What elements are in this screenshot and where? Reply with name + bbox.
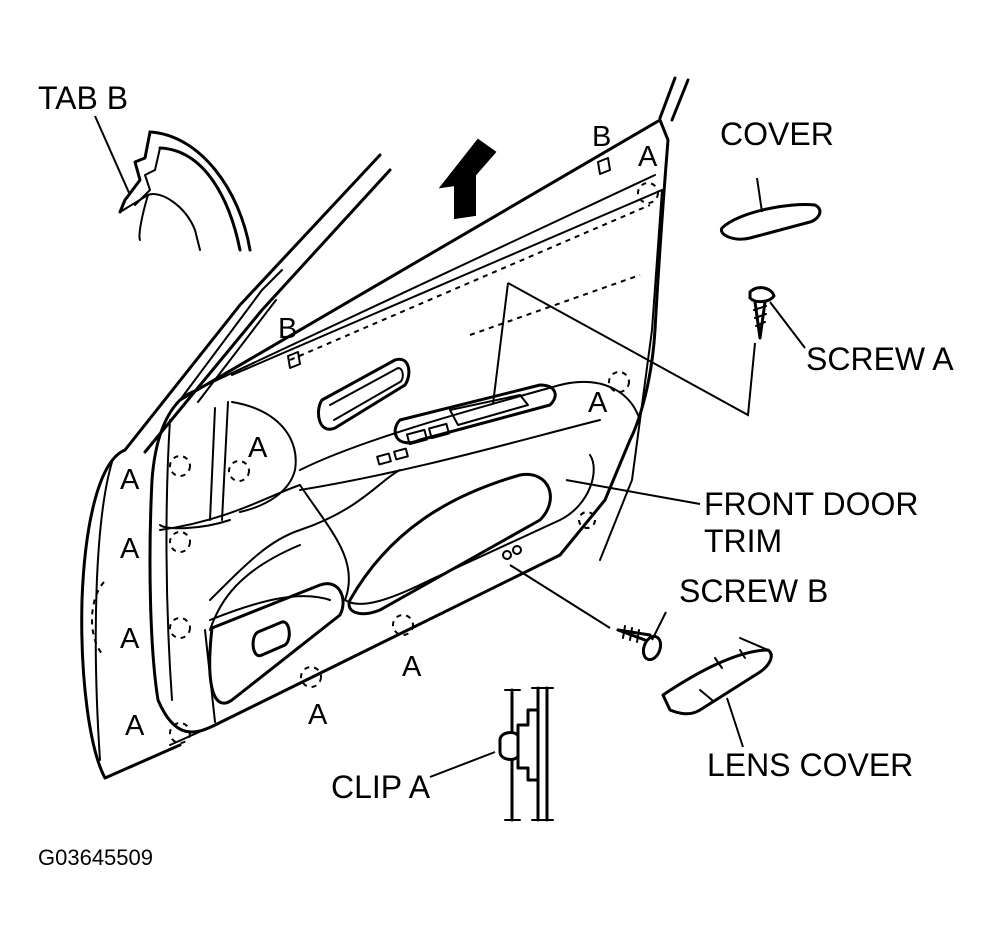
screw-b-part: [616, 625, 663, 662]
label-a-upper-center: A: [248, 432, 268, 464]
label-lens-cover: LENS COVER: [707, 747, 913, 783]
label-tab-b: TAB B: [38, 80, 128, 116]
label-a-left-2: A: [120, 533, 140, 565]
label-a-right: A: [588, 387, 608, 419]
power-window-switch-panel: [376, 383, 557, 466]
inside-door-handle: [317, 357, 411, 431]
label-b-top: B: [592, 121, 611, 153]
label-clip-a: CLIP A: [331, 769, 431, 805]
screw-a-part: [748, 286, 776, 340]
label-screw-a: SCREW A: [806, 341, 954, 377]
label-cover: COVER: [720, 116, 834, 152]
tab-b-detail-inset: [118, 130, 252, 252]
leader-lines: [94, 115, 806, 778]
screw-holes: [502, 545, 522, 560]
cover-part: [719, 202, 822, 241]
label-a-left-3: A: [120, 623, 140, 655]
lens-cover-part: [661, 637, 773, 716]
label-a-bottom-center: A: [402, 651, 422, 683]
door-shell: [80, 448, 182, 780]
label-screw-b: SCREW B: [679, 573, 828, 609]
remove-direction-arrow-icon: [438, 138, 497, 220]
label-a-left-1: A: [120, 464, 140, 496]
label-a-bottom-left: A: [308, 699, 328, 731]
label-b-left: B: [278, 313, 297, 345]
figure-code: G03645509: [38, 845, 153, 870]
label-a-top-right: A: [638, 141, 658, 173]
label-front-door-trim-line1: FRONT DOOR: [704, 486, 919, 522]
label-front-door-trim-line2: TRIM: [704, 523, 782, 559]
clip-a-detail: [498, 686, 554, 822]
callout-labels: TAB B COVER SCREW A FRONT DOOR TRIM SCRE…: [38, 80, 954, 870]
tab-b-clip-positions: [287, 157, 611, 369]
front-door-trim-panel: [148, 118, 670, 746]
clip-a-locations: [169, 182, 659, 744]
lower-pocket: [208, 582, 345, 705]
label-a-left-4: A: [125, 710, 145, 742]
